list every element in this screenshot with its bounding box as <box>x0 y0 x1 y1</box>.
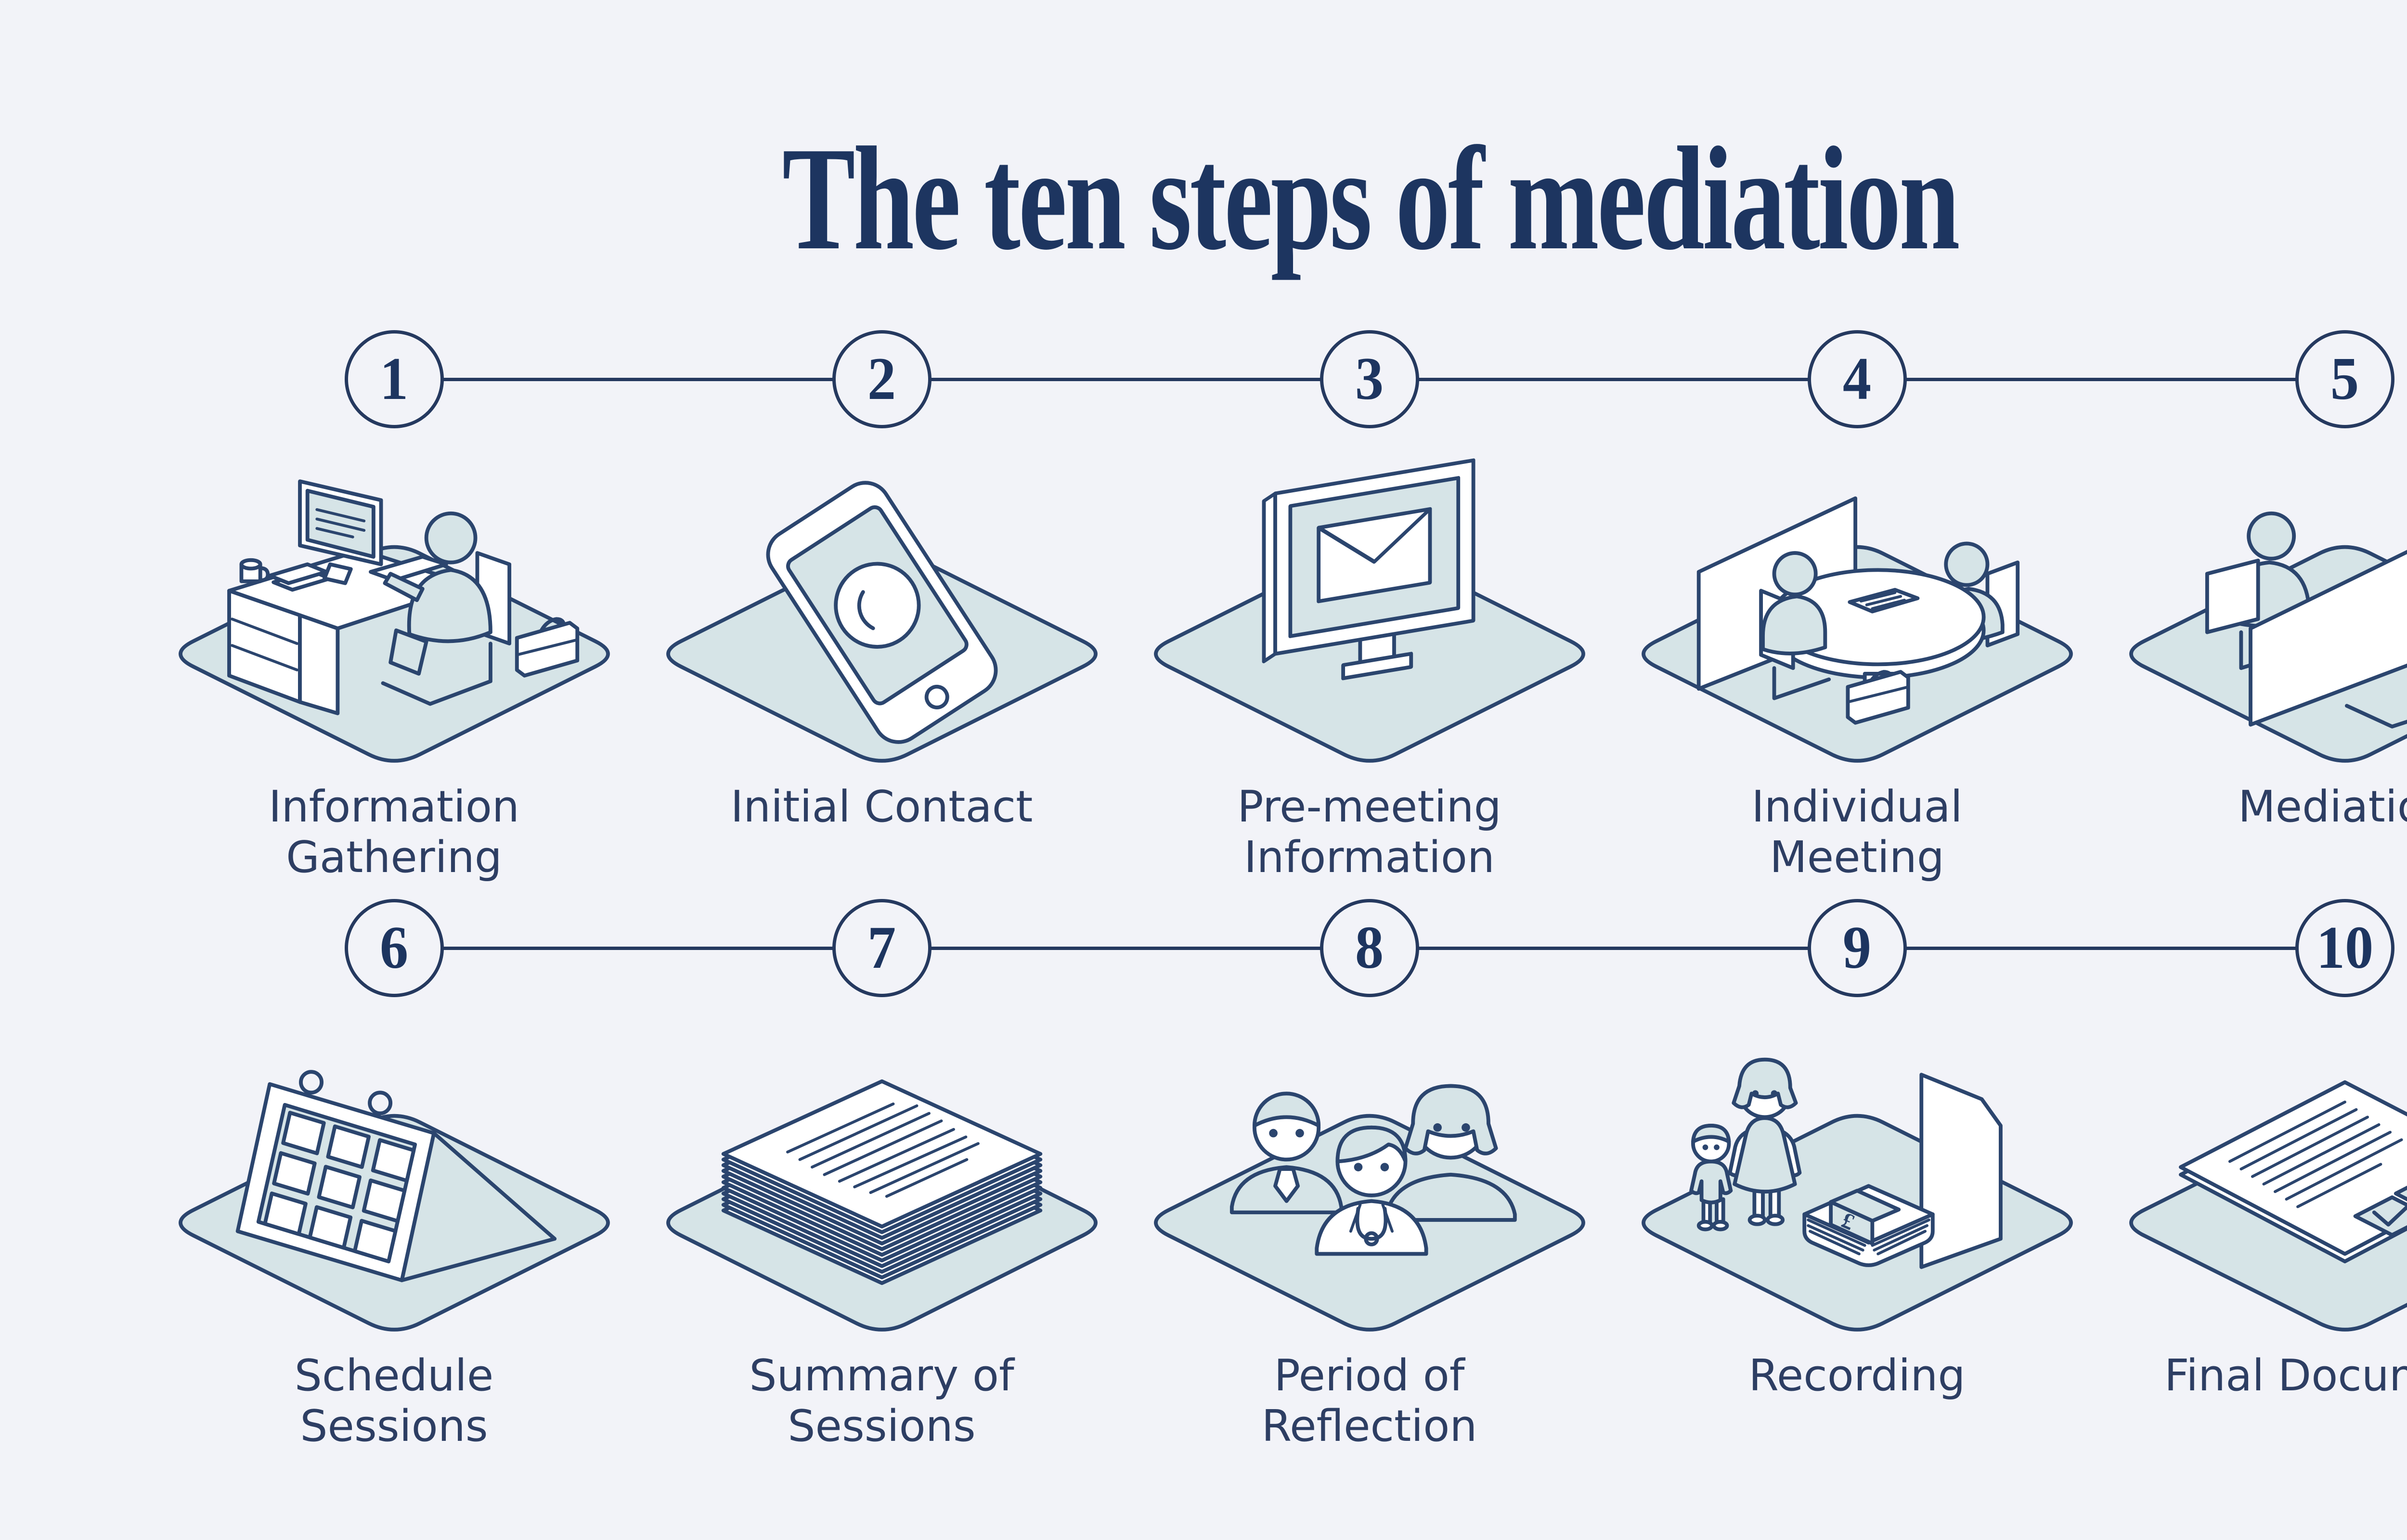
step-10-label: Final Documents <box>2164 1350 2407 1401</box>
step-7: 7 <box>638 899 1126 1452</box>
step-6-label: Schedule Sessions <box>294 1350 494 1452</box>
page-title: The ten steps of mediation <box>782 116 1960 281</box>
step-8-label: Period of Reflection <box>1261 1350 1477 1452</box>
step-4: 4 <box>1613 330 2101 883</box>
step-7-number-badge: 7 <box>832 899 932 997</box>
step-4-number-badge: 4 <box>1807 330 1907 428</box>
step-6-number: 6 <box>379 914 409 981</box>
step-1-number: 1 <box>379 346 409 412</box>
steps-row-2: 6 Schedule Sessions 7 <box>150 899 2407 1467</box>
step-5-number: 5 <box>2330 346 2359 412</box>
three-people-icon <box>1134 1084 1605 1341</box>
paper-stack-icon <box>646 1079 1118 1341</box>
divided-discussion-icon <box>2109 511 2407 772</box>
step-9: 9 £ <box>1613 899 2101 1401</box>
step-8-number-badge: 8 <box>1320 899 1419 997</box>
family-money-house-icon: £ <box>1621 1057 2093 1341</box>
step-2-number-badge: 2 <box>832 330 932 428</box>
step-3-number: 3 <box>1355 346 1384 412</box>
step-10-number: 10 <box>2316 914 2373 981</box>
phone-call-icon <box>646 481 1118 772</box>
step-6: 6 Schedule Sessions <box>150 899 638 1452</box>
step-6-number-badge: 6 <box>344 899 444 997</box>
step-5: 5 Mediation <box>2101 330 2407 832</box>
step-5-label: Mediation <box>2238 782 2407 832</box>
step-3-label: Pre-meeting Information <box>1237 782 1501 883</box>
step-3: 3 Pre-meeting Information <box>1126 330 1613 883</box>
step-2-label: Initial Contact <box>730 782 1033 832</box>
step-10-number-badge: 10 <box>2295 899 2394 997</box>
desk-calendar-icon <box>158 1070 630 1341</box>
step-1-number-badge: 1 <box>344 330 444 428</box>
step-8: 8 <box>1126 899 1613 1452</box>
step-2-number: 2 <box>867 346 896 412</box>
step-10: 10 Final Documents <box>2101 899 2407 1401</box>
step-1-label: Information Gathering <box>269 782 519 883</box>
step-2: 2 Initial Contact <box>638 330 1126 832</box>
step-9-number-badge: 9 <box>1807 899 1907 997</box>
step-9-number: 9 <box>1842 914 1872 981</box>
person-at-desk-icon <box>158 479 630 772</box>
step-8-number: 8 <box>1355 914 1384 981</box>
monitor-envelope-icon <box>1134 458 1605 772</box>
step-7-label: Summary of Sessions <box>749 1350 1014 1452</box>
checked-documents-icon <box>2109 1080 2407 1341</box>
step-5-number-badge: 5 <box>2295 330 2394 428</box>
step-9-label: Recording <box>1748 1350 1966 1401</box>
step-1: 1 <box>150 330 638 883</box>
step-7-number: 7 <box>867 914 896 981</box>
step-4-label: Individual Meeting <box>1751 782 1963 883</box>
steps-row-1: 1 <box>150 330 2407 898</box>
meeting-table-icon <box>1621 496 2093 772</box>
step-4-number: 4 <box>1842 346 1872 412</box>
step-3-number-badge: 3 <box>1320 330 1419 428</box>
